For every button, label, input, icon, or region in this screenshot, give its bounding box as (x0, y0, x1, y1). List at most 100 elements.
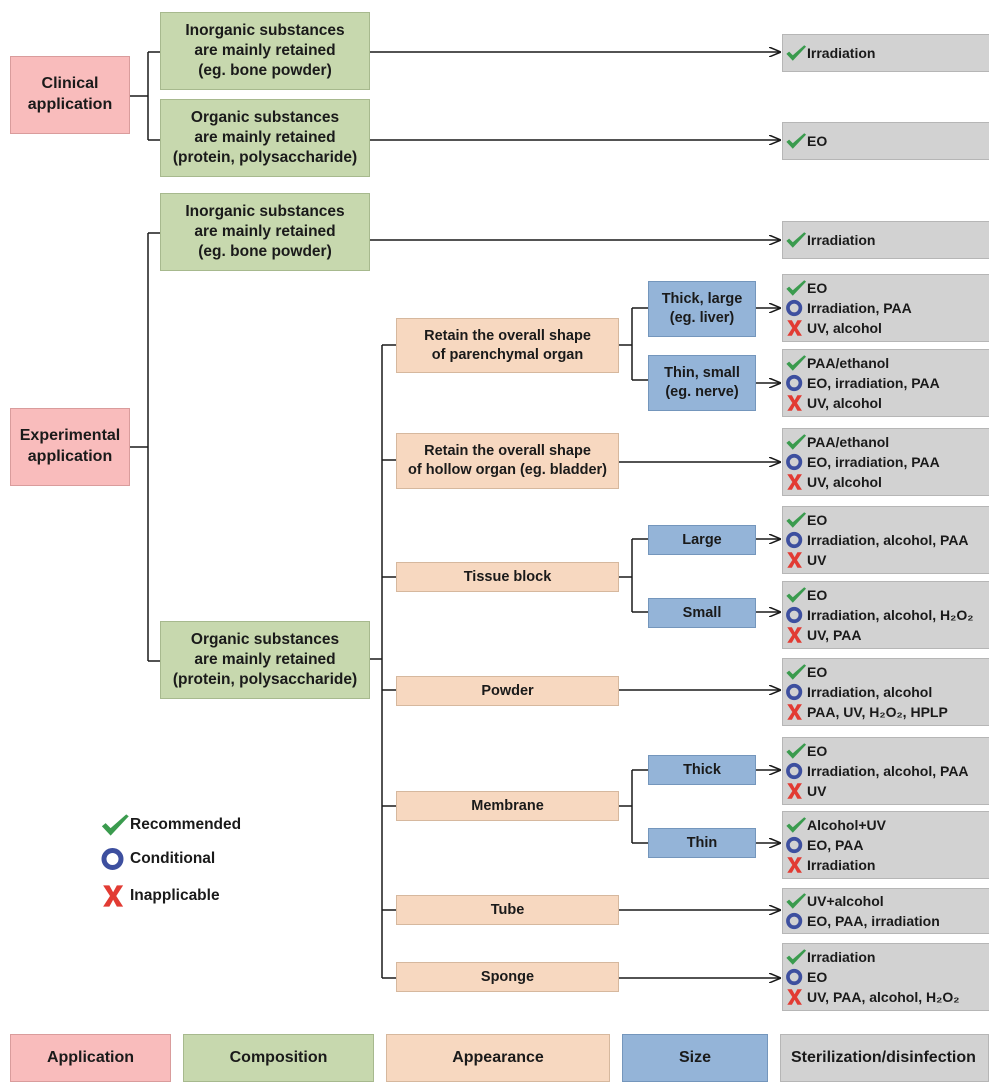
sterilization-option: UV, alcohol (785, 393, 882, 413)
sterilization-option-label: Irradiation, PAA (807, 299, 912, 316)
sterilization-option-label: EO (807, 968, 828, 985)
circle-icon (785, 967, 807, 987)
sterilization-option: EO, irradiation, PAA (785, 373, 940, 393)
cross-icon (100, 883, 130, 909)
sterilization-option-label: Irradiation (807, 856, 876, 873)
check-icon (785, 278, 807, 298)
sterilization-option-label: UV (807, 551, 827, 568)
check-icon (785, 510, 807, 530)
sterilization-clin-org: EO (782, 122, 989, 160)
appearance-tube: Tube (396, 895, 619, 925)
composition-inorganic-clinical: Inorganic substances are mainly retained… (160, 12, 370, 90)
category-application: Application (10, 1034, 171, 1082)
cross-icon (785, 987, 807, 1007)
sterilization-option-label: Irradiation, alcohol, PAA (807, 531, 969, 548)
sterilization-option: EO, PAA (785, 835, 864, 855)
sterilization-option-label: PAA/ethanol (807, 354, 890, 371)
category-sterilization: Sterilization/disinfection (780, 1034, 989, 1082)
sterilization-option-label: EO (807, 511, 828, 528)
category-appearance: Appearance (386, 1034, 610, 1082)
sterilization-option-label: EO, irradiation, PAA (807, 453, 940, 470)
check-icon (785, 131, 807, 151)
circle-icon (785, 605, 807, 625)
circle-icon (785, 530, 807, 550)
check-icon (785, 230, 807, 250)
sterilization-mem-thin: Alcohol+UV EO, PAA Irradiation (782, 811, 989, 879)
size-thick-large: Thick, large (eg. liver) (648, 281, 756, 337)
check-icon (100, 812, 130, 838)
sterilization-option: EO, irradiation, PAA (785, 452, 940, 472)
sterilization-option-label: EO, PAA (807, 836, 864, 853)
sterilization-option: UV+alcohol (785, 891, 884, 911)
circle-icon (785, 452, 807, 472)
sterilization-option: Irradiation, alcohol, PAA (785, 761, 969, 781)
sterilization-option-label: UV, alcohol (807, 319, 882, 336)
circle-icon (785, 298, 807, 318)
appearance-tissue-block: Tissue block (396, 562, 619, 592)
sterilization-thick-large: EO Irradiation, PAA UV, alcohol (782, 274, 989, 342)
check-icon (785, 815, 807, 835)
sterilization-block-small: EO Irradiation, alcohol, H₂O₂ UV, PAA (782, 581, 989, 649)
check-icon (785, 432, 807, 452)
sterilization-option: UV (785, 781, 826, 801)
sterilization-option-label: EO (807, 742, 828, 759)
circle-icon (785, 761, 807, 781)
sterilization-option: PAA/ethanol (785, 353, 889, 373)
sterilization-option-label: UV, PAA, alcohol, H₂O₂ (807, 988, 960, 1005)
sterilization-option: Irradiation (785, 947, 875, 967)
size-thick: Thick (648, 755, 756, 785)
legend-conditional: Conditional (100, 846, 215, 872)
sterilization-option: Alcohol+UV (785, 815, 886, 835)
sterilization-option-label: Irradiation (807, 44, 876, 61)
sterilization-option-label: EO (807, 279, 828, 296)
sterilization-option-label: UV+alcohol (807, 892, 884, 909)
sterilization-option: EO (785, 510, 827, 530)
sterilization-clin-inorg: Irradiation (782, 34, 989, 72)
cross-icon (785, 702, 807, 722)
sterilization-option: UV, PAA (785, 625, 861, 645)
sterilization-option-label: EO, PAA, irradiation (807, 912, 940, 929)
check-icon (785, 662, 807, 682)
category-size: Size (622, 1034, 768, 1082)
sterilization-option: EO (785, 662, 827, 682)
circle-icon (785, 835, 807, 855)
composition-inorganic-experimental: Inorganic substances are mainly retained… (160, 193, 370, 271)
sterilization-option: Irradiation, alcohol, H₂O₂ (785, 605, 973, 625)
sterilization-option: PAA/ethanol (785, 432, 889, 452)
clinical-application-box: Clinical application (10, 56, 130, 134)
sterilization-option: Irradiation, alcohol, PAA (785, 530, 969, 550)
check-icon (785, 43, 807, 63)
circle-icon (785, 373, 807, 393)
sterilization-option: Irradiation (785, 855, 875, 875)
sterilization-option: EO (785, 278, 827, 298)
sterilization-option-label: Alcohol+UV (807, 816, 886, 833)
sterilization-option-label: PAA, UV, H₂O₂, HPLP (807, 703, 948, 720)
cross-icon (785, 855, 807, 875)
sterilization-option-label: Irradiation (807, 231, 876, 248)
sterilization-option: EO, PAA, irradiation (785, 911, 940, 931)
appearance-sponge: Sponge (396, 962, 619, 992)
sterilization-option-label: Irradiation (807, 948, 876, 965)
sterilization-option: Irradiation, PAA (785, 298, 912, 318)
size-thin-small: Thin, small (eg. nerve) (648, 355, 756, 411)
legend-inapplicable: Inapplicable (100, 883, 220, 909)
cross-icon (785, 318, 807, 338)
sterilization-option-label: Irradiation, alcohol, PAA (807, 762, 969, 779)
cross-icon (785, 781, 807, 801)
sterilization-option: Irradiation (785, 43, 875, 63)
sterilization-option: EO (785, 585, 827, 605)
sterilization-option-label: Irradiation, alcohol, H₂O₂ (807, 606, 974, 623)
sterilization-option-label: UV, PAA (807, 626, 862, 643)
check-icon (785, 585, 807, 605)
sterilization-option-label: EO (807, 586, 828, 603)
sterilization-option: UV, PAA, alcohol, H₂O₂ (785, 987, 959, 1007)
sterilization-option: EO (785, 741, 827, 761)
sterilization-option: PAA, UV, H₂O₂, HPLP (785, 702, 948, 722)
check-icon (785, 741, 807, 761)
